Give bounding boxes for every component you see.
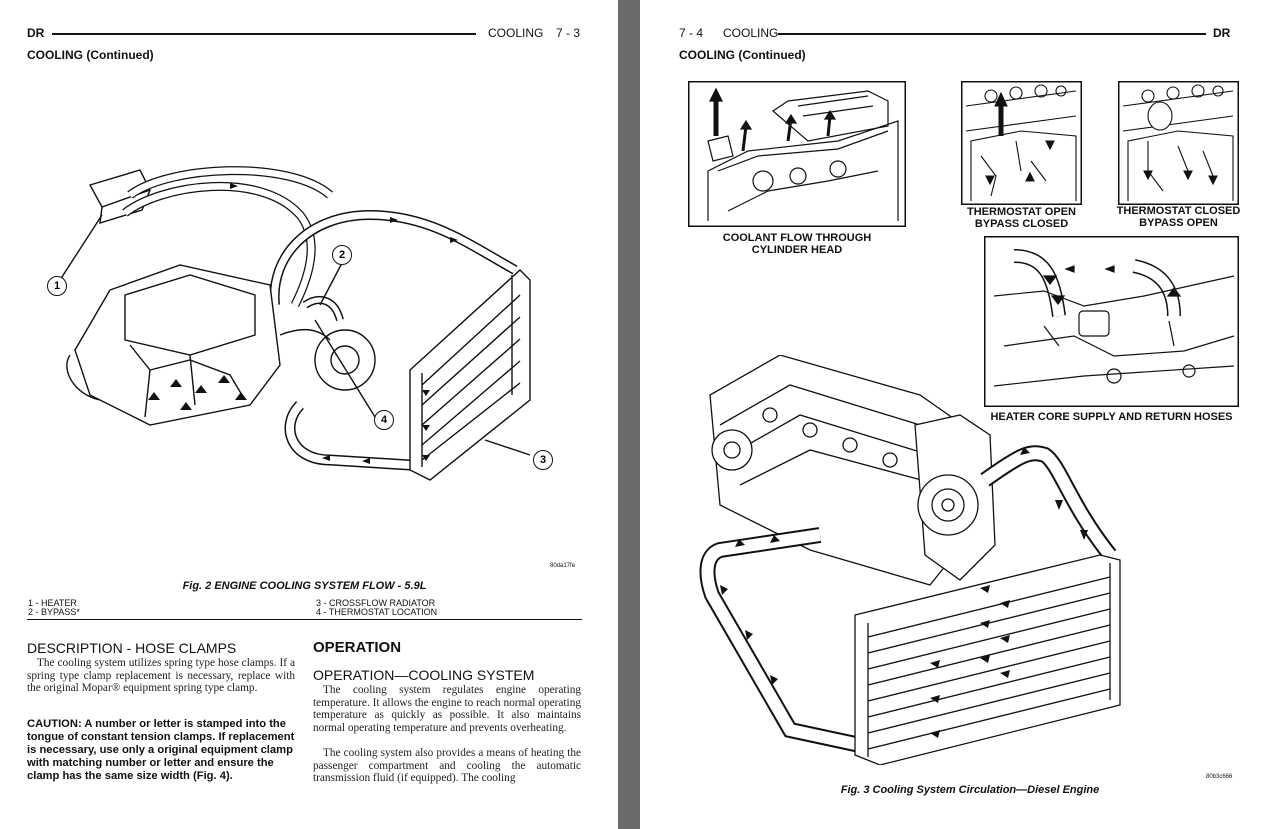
right-page: 7 - 4 COOLING DR COOLING (Continued) COO… — [640, 0, 1280, 829]
operation-subtitle: OPERATION—COOLING SYSTEM — [313, 667, 535, 683]
diesel-engine-circulation-illustration — [699, 355, 1121, 765]
callout-3: 3 — [533, 450, 553, 470]
subheader: COOLING (Continued) — [679, 48, 806, 62]
figure2-caption: Fig. 2 ENGINE COOLING SYSTEM FLOW - 5.9L — [182, 580, 427, 592]
legend-item-4: 4 - THERMOSTAT LOCATION — [316, 607, 438, 617]
header-rule — [778, 33, 1206, 35]
operation-para-1: The cooling system regulates engine oper… — [313, 684, 581, 734]
operation-para-2: The cooling system also provides a means… — [313, 747, 581, 785]
header-page-number: 7 - 4 — [679, 26, 704, 40]
legend-rule — [27, 619, 582, 620]
figure3-caption: Fig. 3 Cooling System Circulation—Diesel… — [840, 784, 1100, 796]
figure3-code: 80b3c666 — [1206, 774, 1233, 780]
header-section: COOLING — [723, 26, 779, 40]
heater-core-label: HEATER CORE SUPPLY AND RETURN HOSES — [990, 411, 1233, 423]
thermostat-closed-label: THERMOSTAT CLOSED BYPASS OPEN — [1116, 205, 1241, 229]
coolant-flow-label: COOLANT FLOW THROUGH CYLINDER HEAD — [722, 232, 872, 256]
cylinder-head-flow-inset — [688, 81, 906, 227]
thermostat-closed-inset — [1118, 81, 1239, 205]
header-code: DR — [27, 26, 45, 40]
header-page-number: 7 - 3 — [556, 26, 581, 40]
operation-title: OPERATION — [313, 639, 402, 656]
legend-item-2: 2 - BYPASS* — [28, 607, 80, 617]
thermostat-open-label: THERMOSTAT OPEN BYPASS CLOSED — [967, 206, 1076, 230]
header-section: COOLING — [488, 26, 544, 40]
engine-cooling-flow-illustration — [57, 166, 531, 481]
callout-4: 4 — [374, 410, 394, 430]
legend-item-3: 3 - CROSSFLOW RADIATOR — [316, 598, 436, 608]
header-code: DR — [1213, 26, 1231, 40]
description-body: The cooling system utilizes spring type … — [27, 657, 295, 695]
thermostat-open-inset — [961, 81, 1082, 205]
heater-core-hoses-inset — [984, 236, 1239, 407]
header-rule — [52, 33, 476, 35]
left-page: DR COOLING 7 - 3 COOLING (Continued) — [0, 0, 618, 829]
subheader: COOLING (Continued) — [27, 48, 154, 62]
description-title: DESCRIPTION - HOSE CLAMPS — [27, 640, 237, 656]
callout-1: 1 — [47, 276, 67, 296]
legend-item-1: 1 - HEATER — [28, 598, 77, 608]
callout-2: 2 — [332, 245, 352, 265]
figure2-code: 80da17fe — [550, 563, 576, 569]
caution-text: CAUTION: A number or letter is stamped i… — [27, 718, 295, 782]
